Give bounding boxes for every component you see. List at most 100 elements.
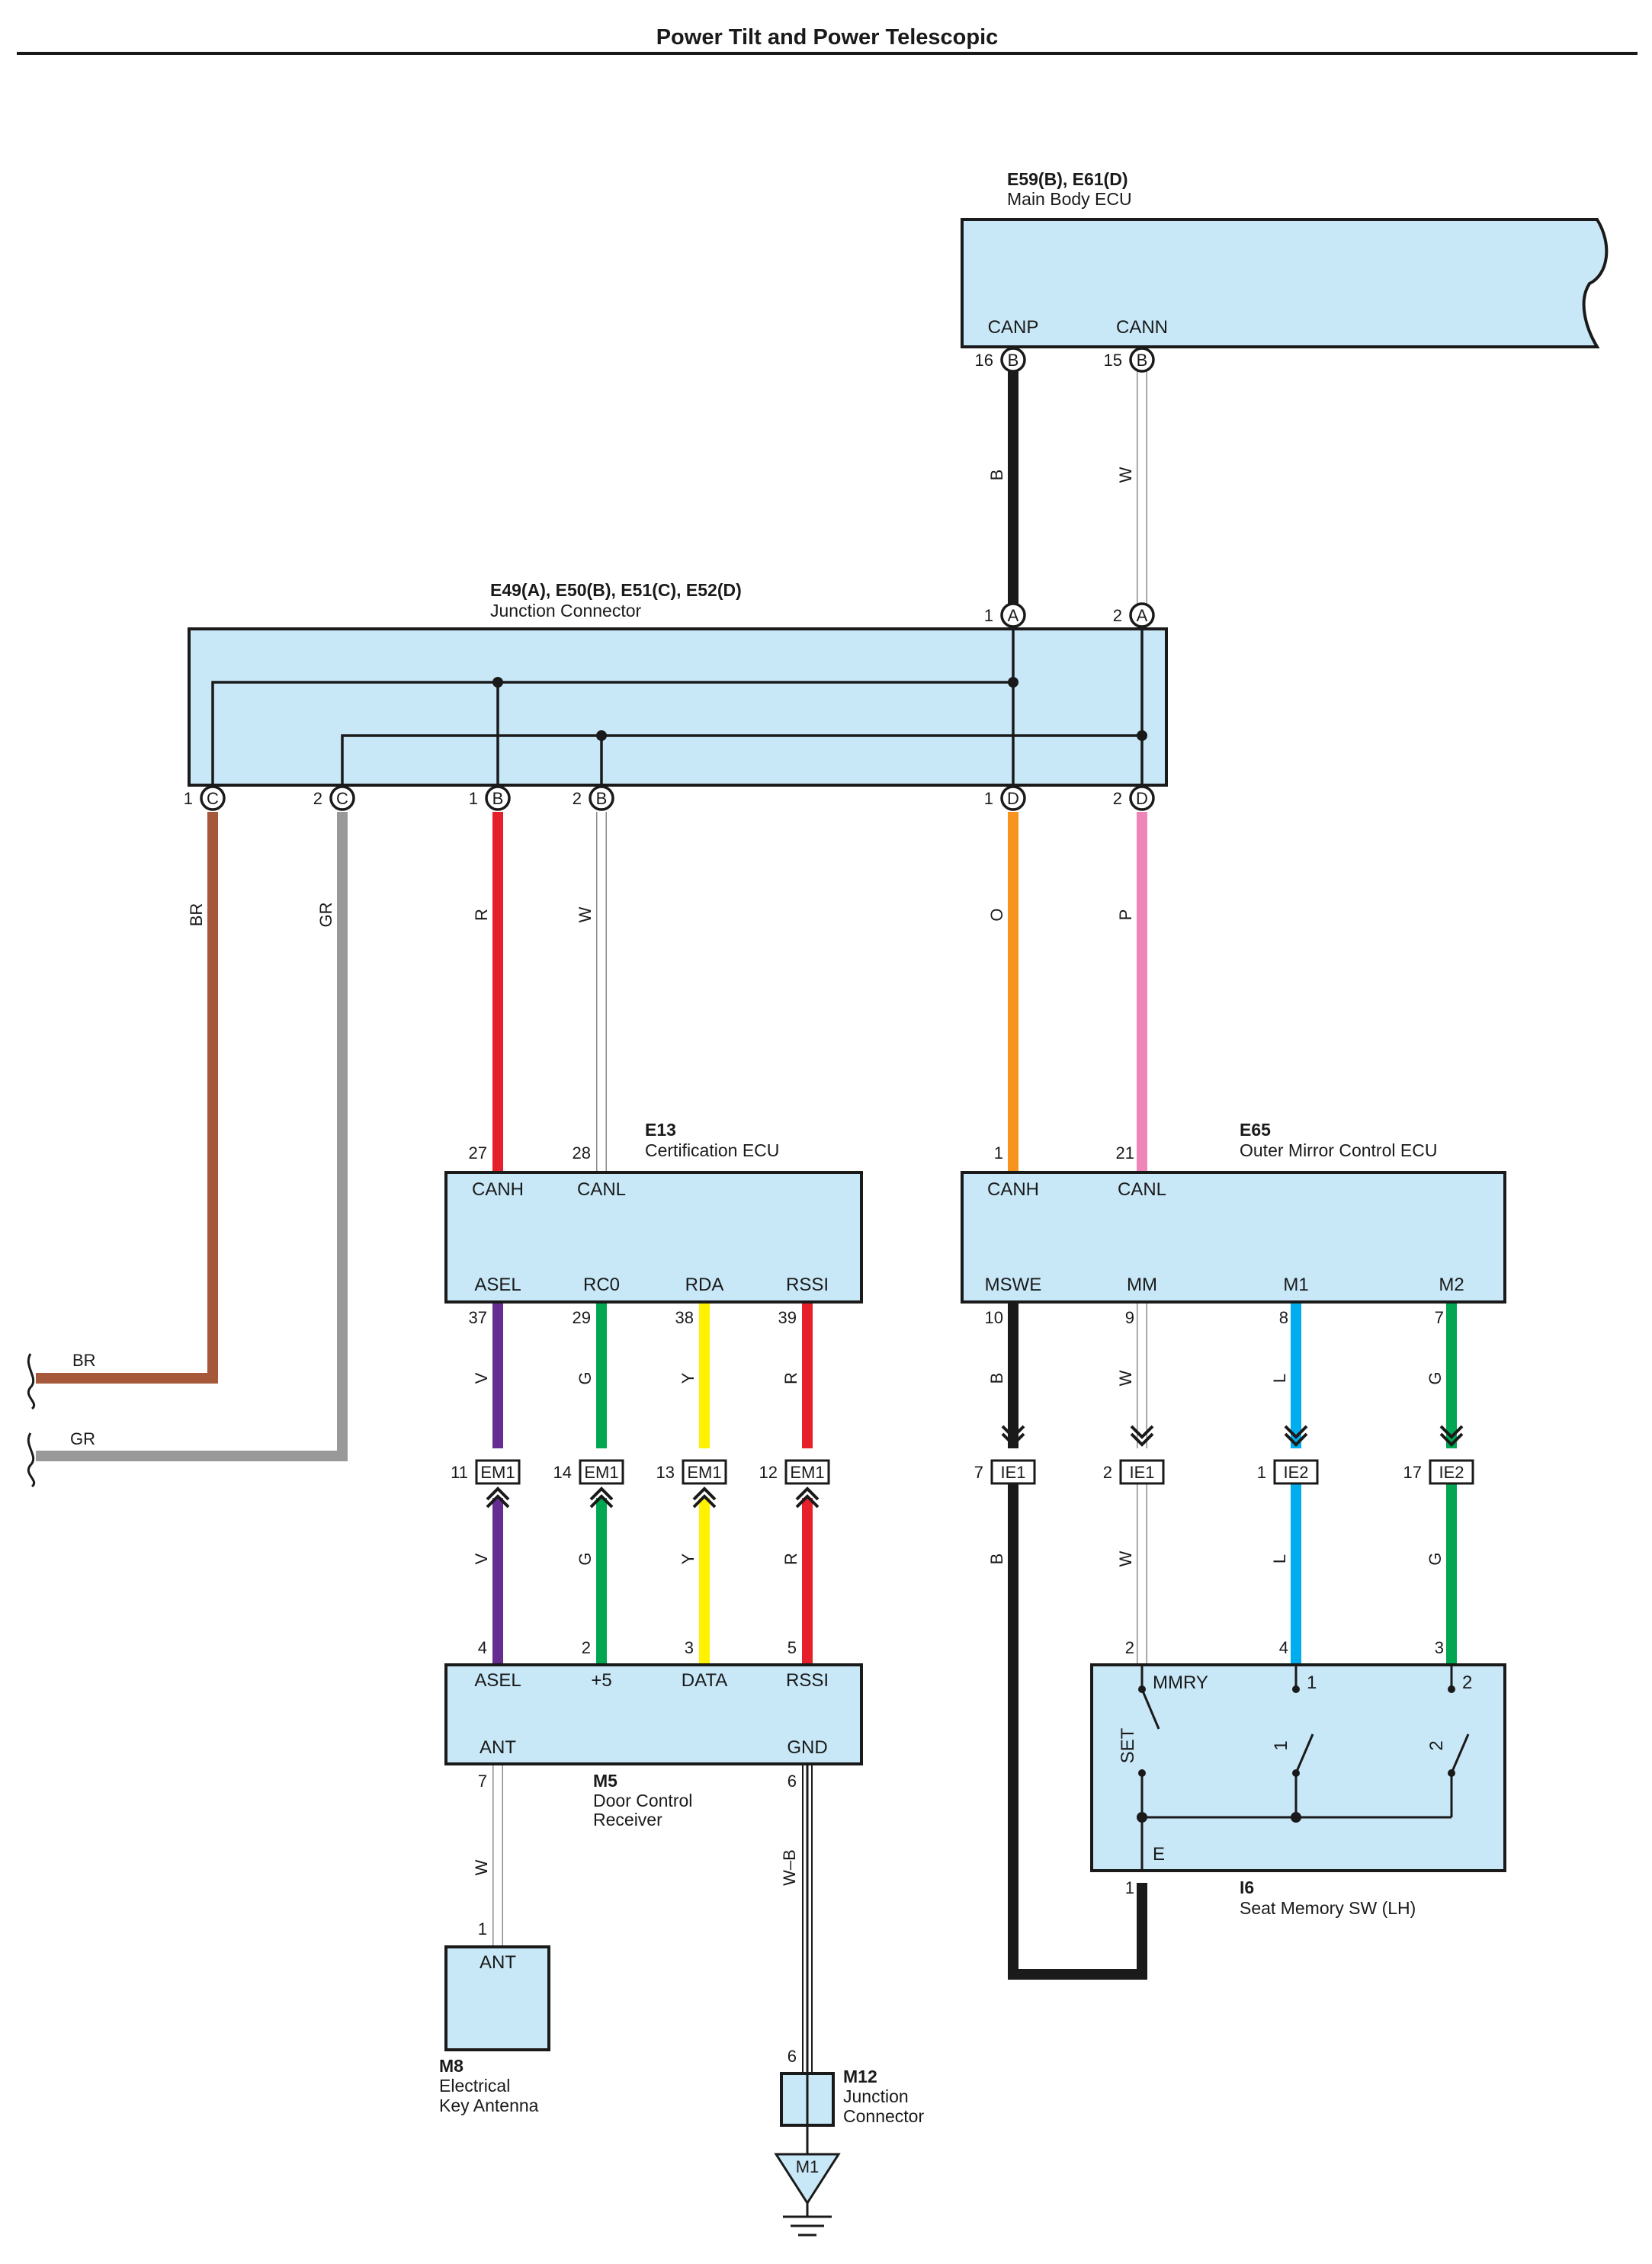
pin-number: 1 (1125, 1878, 1134, 1897)
wire-label: G (1426, 1552, 1445, 1565)
switch-label: MMRY (1153, 1672, 1208, 1693)
terminal-ja2: A 2 (1113, 602, 1155, 628)
pin-number: 3 (685, 1638, 694, 1657)
door-control-receiver-name: Door Control (593, 1791, 692, 1810)
key-antenna-box (444, 1945, 550, 2051)
door-control-receiver-box (444, 1663, 863, 1765)
connector-ie1: IE1 2 (1103, 1425, 1165, 1485)
wires (36, 371, 1457, 2073)
certification-ecu-code: E13 (645, 1120, 676, 1140)
switch-label: 1 (1271, 1740, 1291, 1750)
svg-text:IE2: IE2 (1283, 1463, 1308, 1482)
wire-mswe-lower (1008, 1483, 1147, 1980)
outer-mirror-ecu-box (961, 1171, 1506, 1304)
connector-em1: EM1 14 (553, 1459, 624, 1509)
certification-ecu-name: Certification ECU (645, 1140, 779, 1160)
connector-em1: EM1 12 (759, 1459, 830, 1509)
seat-memory-switch-name: Seat Memory SW (LH) (1240, 1898, 1416, 1918)
wire-gr (36, 812, 348, 1461)
svg-text:B: B (1008, 351, 1019, 370)
terminals: B 16 B 15 A 1 A 2 C 1 C 2 (184, 347, 1155, 811)
pin-number: 2 (1125, 1638, 1134, 1657)
connector-ie1: IE1 7 (974, 1425, 1036, 1485)
svg-text:13: 13 (656, 1463, 675, 1482)
svg-text:IE2: IE2 (1439, 1463, 1464, 1482)
pin-number: 3 (1435, 1638, 1444, 1657)
svg-text:2: 2 (1103, 1463, 1112, 1482)
seat-memory-switch: 2 4 3 MMRY 1 2 SET 1 2 E (1090, 1638, 1506, 1918)
pin-number: 37 (469, 1308, 487, 1327)
wire-label: W–B (780, 1849, 799, 1886)
svg-text:2: 2 (1113, 789, 1122, 808)
pin-number: 1 (994, 1143, 1003, 1162)
wire-label: W (1116, 1370, 1135, 1386)
pin-number: 4 (478, 1638, 487, 1657)
junction-connector-m12: 6 M12 Junction Connector M1 (774, 2047, 924, 2237)
pin-number: 39 (778, 1308, 797, 1327)
svg-text:1: 1 (984, 789, 993, 808)
junction-connector-box (188, 627, 1168, 787)
svg-text:7: 7 (974, 1463, 983, 1482)
switch-label: E (1153, 1844, 1165, 1865)
pin-label: CANL (1118, 1179, 1166, 1200)
wire-label: L (1270, 1554, 1289, 1563)
page-title: Power Tilt and Power Telescopic (656, 25, 999, 50)
terminal-jd1: D 1 (984, 785, 1026, 811)
svg-text:IE1: IE1 (1000, 1463, 1025, 1482)
outer-mirror-ecu-name: Outer Mirror Control ECU (1240, 1140, 1437, 1160)
wire-label: W (576, 906, 595, 922)
pin-label: M1 (1283, 1275, 1308, 1295)
outer-mirror-ecu: E65 Outer Mirror Control ECU 1 21 CANH C… (961, 1120, 1506, 1327)
connector-em1: EM1 11 (451, 1459, 521, 1509)
wire-label: R (781, 1553, 800, 1565)
key-antenna-name: Electrical (439, 2076, 510, 2096)
wire-label: BR (72, 1351, 96, 1370)
terminal-jd2: D 2 (1113, 785, 1155, 811)
connector-ie2: IE2 17 (1403, 1425, 1474, 1485)
door-control-receiver: 4 2 3 5 ASEL +5 DATA RSSI ANT GND 7 6 M5… (444, 1638, 863, 1829)
key-antenna: 1 ANT M8 Electrical Key Antenna (439, 1919, 550, 2115)
junction-m12-code: M12 (843, 2067, 877, 2086)
svg-text:D: D (1007, 789, 1019, 808)
pin-label: CANH (987, 1179, 1039, 1200)
pin-label: RSSI (786, 1670, 829, 1691)
pin-label: DATA (682, 1670, 727, 1691)
switch-label: SET (1118, 1727, 1138, 1763)
svg-text:C: C (207, 789, 219, 808)
splice-dot (492, 677, 503, 688)
pin-number: 28 (573, 1143, 591, 1162)
pin-label: ASEL (474, 1275, 521, 1295)
wire-label: BR (187, 903, 206, 927)
svg-text:B: B (492, 789, 504, 808)
svg-text:IE1: IE1 (1129, 1463, 1154, 1482)
terminal-cann: B 15 (1104, 347, 1155, 373)
certification-ecu-box (444, 1171, 863, 1304)
main-body-ecu-box (961, 218, 1609, 348)
svg-text:2: 2 (1113, 606, 1122, 625)
svg-text:EM1: EM1 (480, 1463, 515, 1482)
junction-m12-name: Junction (843, 2086, 909, 2106)
pin-number: 6 (788, 2047, 797, 2066)
wire-label: G (1426, 1371, 1445, 1384)
svg-text:D: D (1136, 789, 1148, 808)
ground-label: M1 (796, 2157, 820, 2176)
pin-label-canp: CANP (988, 317, 1039, 338)
pin-number: 2 (582, 1638, 591, 1657)
pin-number: 21 (1116, 1143, 1134, 1162)
svg-text:12: 12 (759, 1463, 778, 1482)
svg-text:EM1: EM1 (790, 1463, 824, 1482)
connector-em1: EM1 13 (656, 1459, 727, 1509)
splice-dot (596, 730, 607, 741)
pin-number: 5 (788, 1638, 797, 1657)
ground-triangle (774, 2153, 841, 2205)
pin-number: 1 (478, 1919, 487, 1939)
ie-connectors: IE1 7 IE1 2 IE2 1 IE2 17 (974, 1425, 1474, 1485)
svg-text:B: B (596, 789, 608, 808)
pin-number: 38 (675, 1308, 694, 1327)
pin-label: MM (1127, 1275, 1157, 1295)
junction-m12-name: Connector (843, 2106, 924, 2126)
svg-text:A: A (1008, 606, 1019, 625)
outer-mirror-ecu-code: E65 (1240, 1120, 1271, 1140)
pin-label: ANT (480, 1737, 516, 1758)
